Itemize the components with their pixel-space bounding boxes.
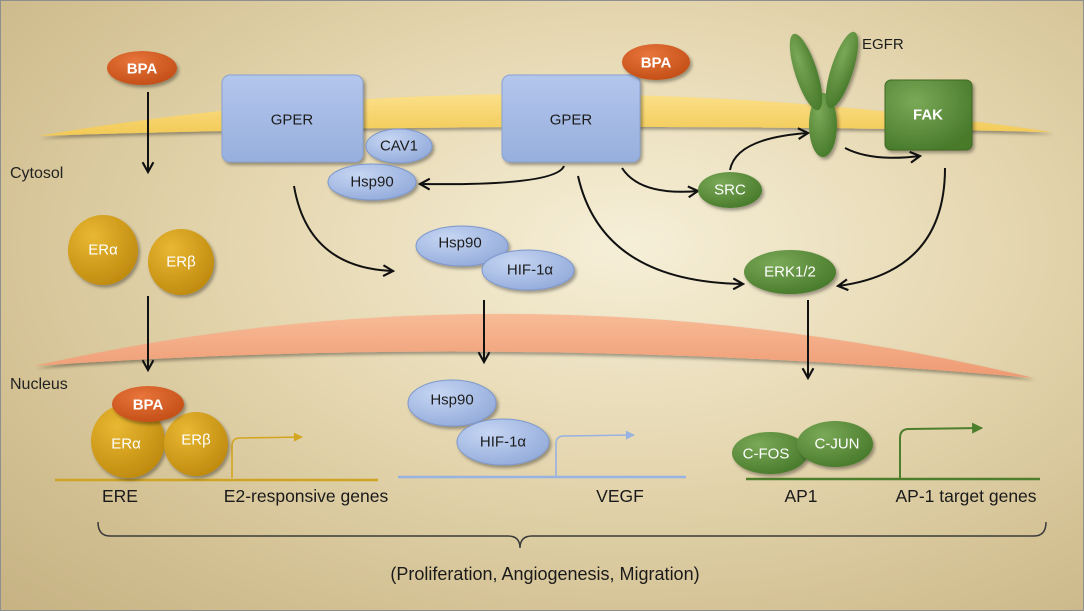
- e2-genes-label: E2-responsive genes: [224, 486, 389, 506]
- arrow-src-to-egfr: [729, 133, 808, 171]
- hsp90-membrane: Hsp90: [327, 163, 417, 201]
- nuclear-envelope: [34, 313, 1034, 378]
- er-beta-nucleus: ERβ: [164, 412, 228, 476]
- gene-arrow-vegf: [555, 430, 635, 476]
- erk-label: ERK1/2: [764, 264, 816, 281]
- gper-right: GPER: [501, 74, 641, 163]
- hsp90-membrane-label: Hsp90: [350, 174, 393, 191]
- bpa-left-label: BPA: [127, 61, 158, 78]
- arrow-egfr-to-fak: [844, 147, 920, 158]
- erk: ERK1/2: [744, 250, 836, 294]
- er-alpha-cytosol: ERα: [68, 215, 138, 285]
- hif1a-nucleus-label: HIF-1α: [480, 434, 527, 451]
- ap1-genes-label: AP-1 target genes: [895, 486, 1036, 506]
- bpa-right-label: BPA: [641, 55, 672, 72]
- gper-left: GPER: [221, 74, 364, 163]
- er-alpha-cytosol-label: ERα: [88, 242, 118, 259]
- hif1a-nucleus: HIF-1α: [456, 418, 550, 466]
- vegf-label: VEGF: [596, 486, 644, 506]
- hsp90-cytosol: Hsp90: [415, 225, 509, 267]
- hsp90-nucleus-label: Hsp90: [430, 392, 473, 409]
- cav1-label: CAV1: [380, 138, 418, 155]
- src: SRC: [698, 172, 762, 208]
- bpa-left: BPA: [107, 51, 177, 85]
- arrow-gper-to-hsp90: [420, 165, 565, 184]
- nucleus-label: Nucleus: [10, 376, 68, 393]
- src-label: SRC: [714, 182, 746, 199]
- hsp90-cytosol-label: Hsp90: [438, 235, 481, 252]
- egfr-label: EGFR: [862, 36, 904, 53]
- fak: FAK: [884, 79, 973, 151]
- gper-left-label: GPER: [271, 112, 314, 129]
- cav1: CAV1: [365, 128, 433, 164]
- c-fos: C-FOS: [732, 432, 808, 474]
- bpa-nucleus: BPA: [112, 386, 184, 422]
- hsp90-nucleus: Hsp90: [407, 379, 497, 427]
- arrow-gper-to-erk: [577, 175, 743, 284]
- bpa-right: BPA: [622, 44, 690, 80]
- gene-arrow-ere: [231, 432, 303, 478]
- ap1-label: AP1: [784, 486, 817, 506]
- egfr-receptor: [789, 31, 859, 157]
- er-beta-cytosol-label: ERβ: [166, 254, 196, 271]
- arrow-gper-to-src: [621, 167, 698, 192]
- er-alpha-nucleus: ERα: [91, 404, 165, 478]
- hif1a-cytosol-label: HIF-1α: [507, 262, 554, 279]
- outcome-bracket: [97, 521, 1047, 549]
- arrow-gper-to-hif-complex: [293, 185, 393, 271]
- c-jun-label: C-JUN: [815, 436, 860, 453]
- cytosol-label: Cytosol: [10, 165, 63, 182]
- er-beta-nucleus-label: ERβ: [181, 432, 211, 449]
- arrow-fak-to-erk: [838, 167, 946, 286]
- c-fos-label: C-FOS: [743, 446, 790, 463]
- ere-label: ERE: [102, 486, 138, 506]
- hif1a-cytosol: HIF-1α: [481, 249, 575, 291]
- fak-label: FAK: [913, 107, 943, 124]
- gene-arrow-ap1: [899, 422, 984, 478]
- bpa-nucleus-label: BPA: [133, 397, 164, 414]
- outcome-label: (Proliferation, Angiogenesis, Migration): [390, 564, 699, 584]
- c-jun: C-JUN: [797, 421, 873, 467]
- gper-right-label: GPER: [550, 112, 593, 129]
- er-alpha-nucleus-label: ERα: [111, 436, 141, 453]
- er-beta-cytosol: ERβ: [148, 229, 214, 295]
